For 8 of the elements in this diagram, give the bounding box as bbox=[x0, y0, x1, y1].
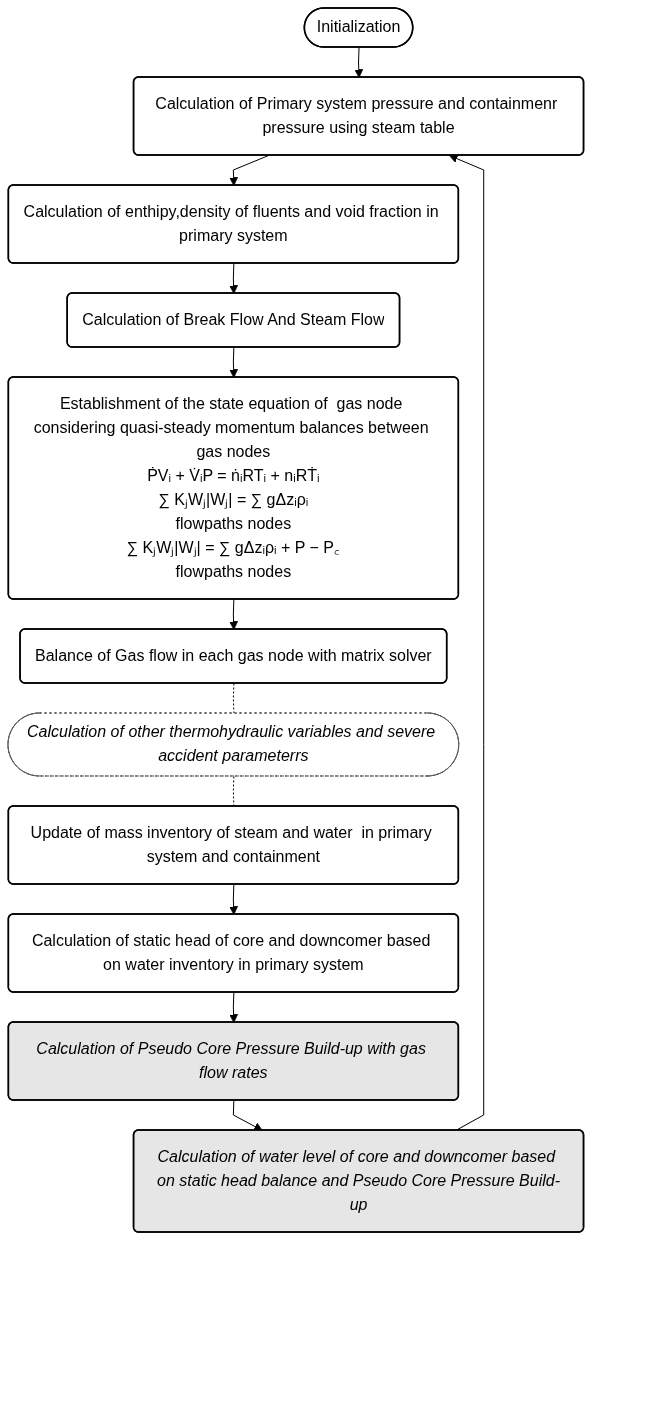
arrow bbox=[449, 154, 485, 1131]
arrow bbox=[229, 992, 238, 1023]
arrow bbox=[229, 347, 238, 378]
arrow bbox=[229, 263, 238, 294]
arrow bbox=[229, 884, 238, 915]
arrow bbox=[229, 599, 238, 630]
arrow bbox=[354, 47, 364, 78]
arrow bbox=[232, 1100, 263, 1131]
